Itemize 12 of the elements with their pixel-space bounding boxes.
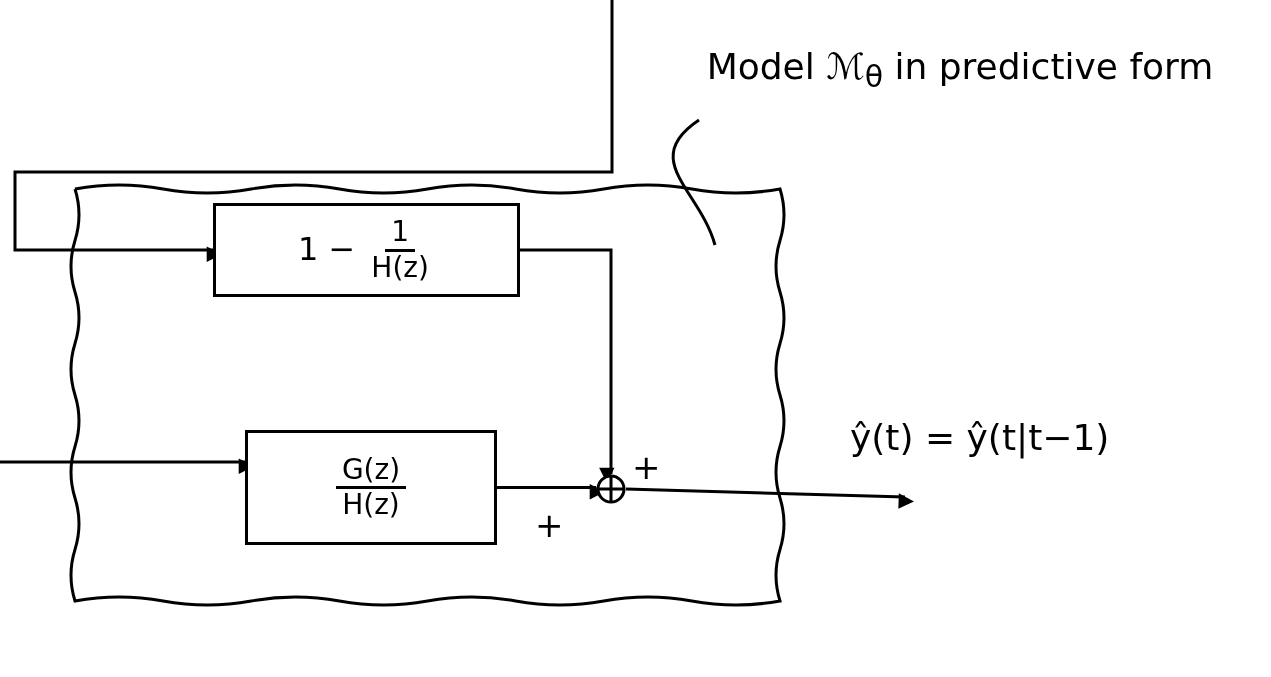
transfer-function-block xyxy=(245,430,497,545)
fraction-numerator: G(z) xyxy=(335,453,407,489)
fraction-denominator: H(z) xyxy=(341,489,401,522)
leader-line xyxy=(671,118,717,246)
signal-arrow xyxy=(625,487,914,509)
fraction-numerator: 1 xyxy=(385,216,416,252)
annotation-text: Model ℳ$_{θ}$ in predictive form xyxy=(706,45,1214,96)
transfer-function-block xyxy=(213,203,520,297)
summing-junction xyxy=(596,474,626,504)
signal-arrow xyxy=(13,0,614,262)
formula-term: 1 − xyxy=(298,232,356,268)
fraction-denominator: H(z) xyxy=(370,251,430,284)
